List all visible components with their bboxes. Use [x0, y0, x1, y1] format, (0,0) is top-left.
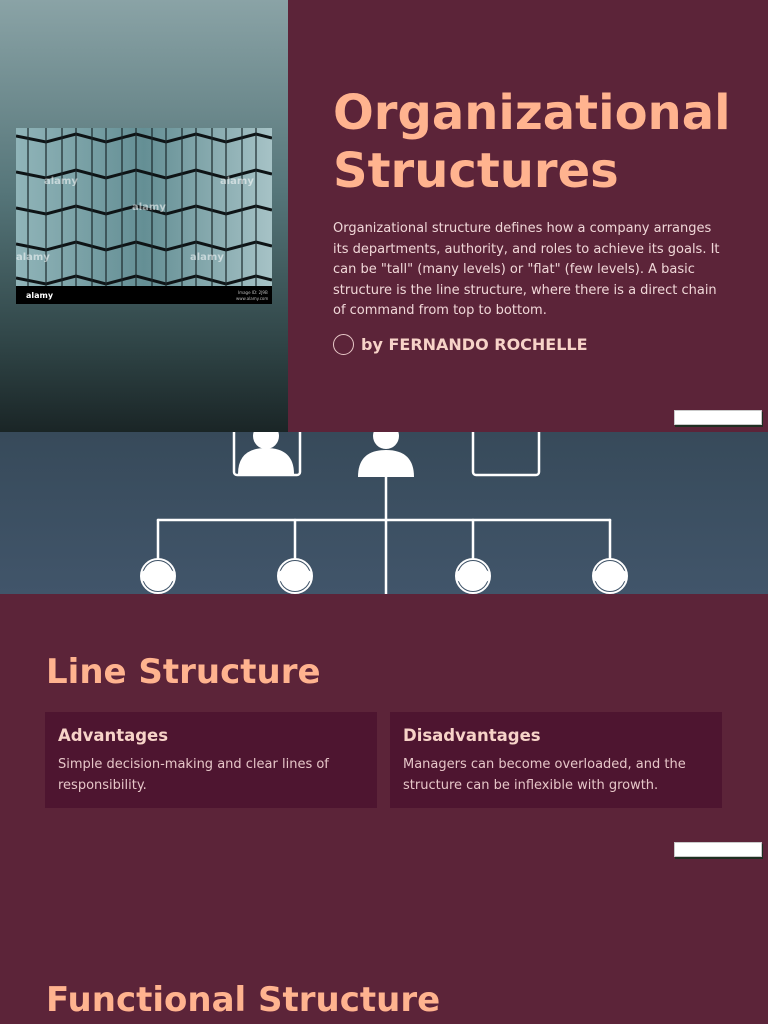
person-icon [456, 561, 490, 591]
card-title: Disadvantages [403, 726, 541, 745]
photo-watermark: alamy [16, 252, 50, 263]
hero-image-panel: alamy alamy alamy alamy alamy alamy Imag… [0, 0, 288, 432]
person-icon [278, 561, 312, 591]
author-byline: by FERNANDO ROCHELLE [333, 334, 588, 355]
person-icon [238, 432, 294, 474]
disadvantages-card: Disadvantages Managers can become overlo… [390, 712, 722, 808]
org-chart-illustration [0, 432, 768, 594]
photo-footer-url: www.alamy.com [236, 296, 268, 301]
manager-box-right [471, 432, 541, 477]
author-name: by FERNANDO ROCHELLE [361, 335, 588, 354]
person-icon [593, 561, 627, 591]
photo-footer-brand: alamy [26, 291, 54, 300]
slide-nav-button[interactable] [674, 410, 762, 425]
slide-nav-button[interactable] [674, 842, 762, 857]
section-title-line-structure: Line Structure [46, 652, 321, 692]
photo-watermark: alamy [132, 202, 166, 213]
page-title: Organizational Structures [333, 85, 731, 199]
card-text: Simple decision-making and clear lines o… [58, 757, 329, 793]
photo-watermark: alamy [220, 176, 254, 187]
title-slide: alamy alamy alamy alamy alamy alamy Imag… [0, 0, 768, 432]
photo-footer-id: Image ID: 2J9B [238, 290, 268, 295]
photo-watermark: alamy [190, 252, 224, 263]
manager-box-left [232, 432, 302, 477]
card-text: Managers can become overloaded, and the … [403, 757, 686, 793]
photo-watermark: alamy [44, 176, 78, 187]
avatar [333, 334, 354, 355]
section-title-functional-structure: Functional Structure [46, 980, 441, 1020]
building-photo: alamy alamy alamy alamy alamy alamy Imag… [16, 128, 272, 304]
advantages-card: Advantages Simple decision-making and cl… [45, 712, 377, 808]
person-icon [141, 561, 175, 591]
person-icon [358, 432, 414, 477]
hero-description: Organizational structure defines how a c… [333, 221, 720, 318]
card-title: Advantages [58, 726, 169, 745]
